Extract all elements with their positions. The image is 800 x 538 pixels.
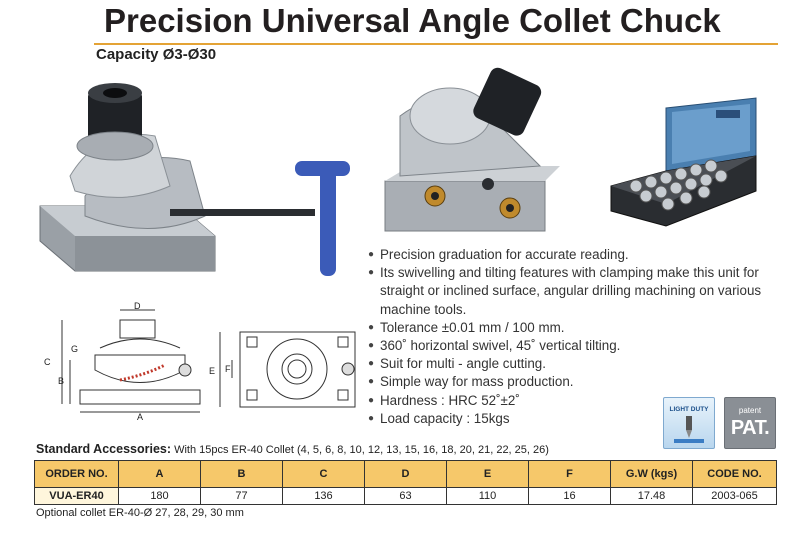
light-duty-label: LIGHT DUTY — [669, 406, 709, 413]
table-row: VUA-ER40 180 77 136 63 110 16 17.48 2003… — [34, 487, 777, 505]
feature-item: Tolerance ±0.01 mm / 100 mm. — [368, 319, 788, 337]
dim-f-label: F — [225, 364, 231, 374]
table-cell: 16 — [528, 487, 611, 505]
chuck-with-handle-photo — [39, 83, 350, 276]
side-view-drawing: D G C B A — [44, 301, 201, 420]
page-title: Precision Universal Angle Collet Chuck — [104, 2, 721, 39]
table-cell: VUA-ER40 — [34, 487, 119, 505]
table-cell: 110 — [446, 487, 529, 505]
title-rule — [94, 43, 778, 45]
table-cell: 136 — [282, 487, 365, 505]
standard-accessories: Standard Accessories: With 15pcs ER-40 C… — [36, 442, 549, 456]
light-duty-badge: LIGHT DUTY — [663, 397, 715, 449]
spec-table: ORDER NO. A B C D E F G.W (kgs) CODE NO.… — [34, 460, 777, 505]
dim-e-label: E — [209, 366, 215, 376]
drill-icon — [674, 416, 704, 443]
pat-label: PAT. — [730, 417, 770, 439]
dim-d-label: D — [134, 301, 141, 311]
dim-b-label: B — [58, 376, 64, 386]
col-header: CODE NO. — [692, 460, 777, 488]
table-cell: 2003-065 — [692, 487, 777, 505]
dim-c-label: C — [44, 357, 51, 367]
feature-item: Precision graduation for accurate readin… — [368, 246, 788, 264]
top-view-drawing: E F — [209, 331, 356, 408]
patent-label: patent — [738, 406, 762, 415]
col-header: A — [118, 460, 201, 488]
feature-list: Precision graduation for accurate readin… — [368, 246, 788, 428]
col-header: F — [528, 460, 611, 488]
feature-item: 360˚ horizontal swivel, 45˚ vertical til… — [368, 337, 788, 355]
accessories-label: Standard Accessories: — [36, 442, 172, 456]
col-header: D — [364, 460, 447, 488]
table-cell: 77 — [200, 487, 283, 505]
col-header: ORDER NO. — [34, 460, 119, 488]
optional-collet-note: Optional collet ER-40-Ø 27, 28, 29, 30 m… — [36, 507, 244, 519]
accessories-text: With 15pcs ER-40 Collet (4, 5, 6, 8, 10,… — [174, 444, 549, 456]
table-cell: 180 — [118, 487, 201, 505]
feature-item: Load capacity : 15kgs — [368, 410, 788, 428]
collet-kit-box-photo — [610, 97, 757, 227]
feature-item: Its swivelling and tilting features with… — [368, 264, 788, 319]
table-cell: 63 — [364, 487, 447, 505]
table-header-row: ORDER NO. A B C D E F G.W (kgs) CODE NO. — [34, 460, 777, 488]
feature-item: Hardness : HRC 52˚±2˚ — [368, 392, 788, 410]
feature-item: Simple way for mass production. — [368, 373, 788, 391]
capacity-subtitle: Capacity Ø3-Ø30 — [96, 46, 217, 63]
col-header: E — [446, 460, 529, 488]
col-header: C — [282, 460, 365, 488]
dim-g-label: G — [71, 344, 78, 354]
feature-item: Suit for multi - angle cutting. — [368, 355, 788, 373]
tilted-chuck-photo — [384, 67, 560, 232]
col-header: B — [200, 460, 283, 488]
table-cell: 17.48 — [610, 487, 693, 505]
col-header: G.W (kgs) — [610, 460, 693, 488]
dim-a-label: A — [137, 412, 143, 420]
patent-badge: patent PAT. — [724, 397, 776, 449]
